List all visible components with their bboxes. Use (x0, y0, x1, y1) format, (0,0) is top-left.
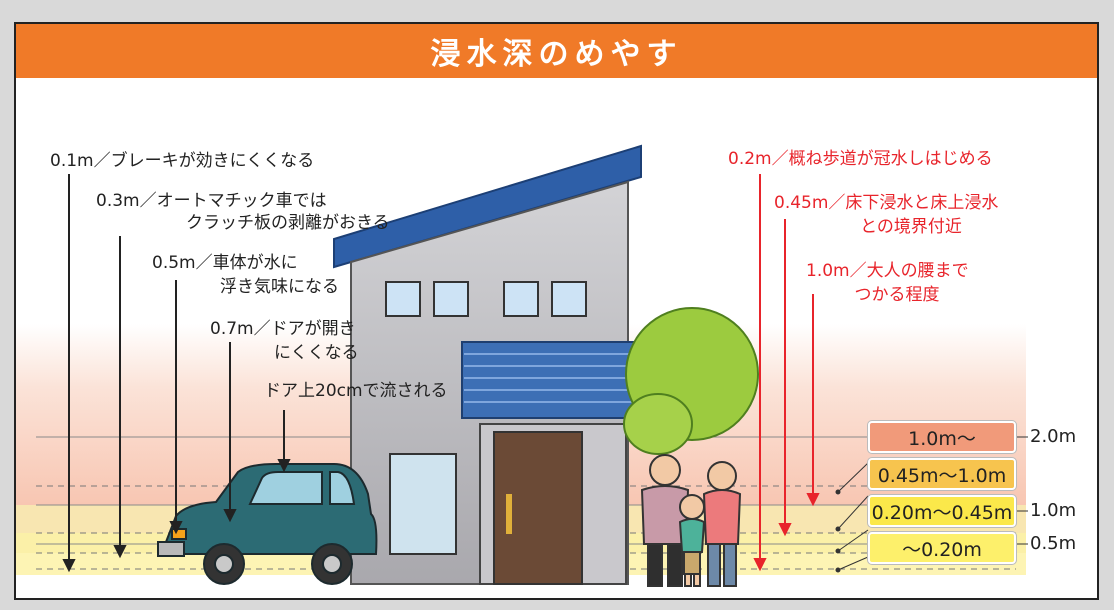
label-0.5m: 0.5m／車体が水に (152, 253, 298, 273)
person-arrows (753, 174, 820, 572)
label-0.7m: 0.7m／ドアが開き (210, 319, 356, 339)
label-0.5m-line2: 浮き気味になる (220, 277, 339, 297)
side-window (389, 453, 457, 555)
label-0.3m: 0.3m／オートマチック車では (96, 191, 327, 211)
height-2.0m: 2.0m (1030, 426, 1077, 447)
window (433, 281, 469, 317)
level-box-045-1m: 0.45m～1.0m (868, 458, 1016, 490)
label-1.0m-line2: つかる程度 (854, 285, 940, 305)
window (551, 281, 587, 317)
label-0.45m-line2: との境界付近 (860, 217, 962, 237)
label-door-20cm: ドア上20cmで流される (264, 381, 448, 401)
level-box-under-02m: ～0.20m (868, 532, 1016, 564)
level-box-02-045m: 0.20m～0.45m (868, 495, 1016, 527)
title-banner: 浸水深のめやす (16, 24, 1097, 78)
diagram-frame: 浸水深のめやす (14, 22, 1099, 600)
label-0.1m: 0.1m／ブレーキが効きにくくなる (50, 151, 315, 171)
diagram-title: 浸水深のめやす (430, 37, 683, 72)
label-0.45m: 0.45m／床下浸水と床上浸水 (774, 193, 999, 213)
height-1.0m: 1.0m (1030, 500, 1077, 521)
leader-lines (835, 436, 1028, 573)
label-0.2m: 0.2m／概ね歩道が冠水しはじめる (728, 149, 993, 169)
label-0.3m-line2: クラッチ板の剥離がおきる (186, 213, 390, 233)
car-arrows (62, 174, 291, 573)
height-0.5m: 0.5m (1030, 533, 1077, 554)
label-0.7m-line2: にくくなる (274, 343, 359, 363)
window (385, 281, 421, 317)
house-roof (333, 144, 642, 269)
window (503, 281, 539, 317)
flood-scene (16, 144, 1028, 587)
family (640, 454, 742, 587)
car (157, 463, 378, 585)
label-1.0m: 1.0m／大人の腰まで (806, 261, 969, 281)
level-box-over-1m: 1.0m～ (868, 421, 1016, 453)
